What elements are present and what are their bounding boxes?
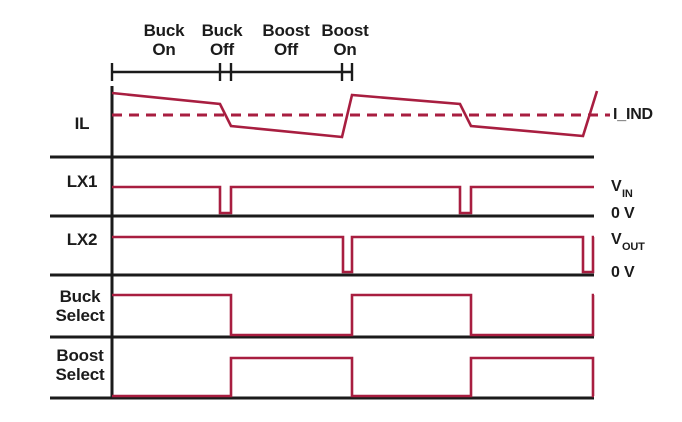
lx2-zero-volt-label: 0 V (611, 264, 635, 281)
phase-label-buck-on: Buck On (124, 21, 204, 59)
phase-label-line1: Buck (143, 21, 185, 40)
phase-label-line2: On (333, 40, 357, 59)
phase-label-boost-off: Boost Off (246, 21, 326, 59)
row-label-line2: Select (55, 306, 105, 325)
il-waveform (111, 90, 599, 139)
phase-label-line2: Off (274, 40, 298, 59)
phase-label-line2: Off (210, 40, 234, 59)
vin-main: V (611, 178, 622, 195)
row-label-line2: Select (55, 365, 105, 384)
phase-label-line1: Boost (262, 21, 310, 40)
phase-label-line1: Boost (321, 21, 369, 40)
row-label-line1: Boost (56, 346, 104, 365)
vout-subscript: OUT (621, 241, 645, 254)
i-ind-label: I_IND (613, 106, 653, 123)
phase-label-line1: Buck (201, 21, 243, 40)
phase-label-buck-off: Buck Off (182, 21, 262, 59)
lx1-waveform (112, 185, 594, 215)
vout-label: VOUT (611, 231, 645, 254)
phase-label-boost-on: Boost On (305, 21, 385, 59)
row-label-il: IL (74, 114, 90, 133)
lx2-waveform (112, 235, 595, 274)
row-label-boost-select: Boost Select (40, 346, 120, 384)
vin-label: VIN (611, 178, 633, 201)
row-label-buck-select: Buck Select (40, 287, 120, 325)
row-label-lx1: LX1 (66, 172, 98, 191)
row-label-line1: Buck (59, 287, 101, 306)
boost-select-waveform (112, 356, 595, 398)
row-label-lx2: LX2 (66, 230, 98, 249)
lx1-zero-volt-label: 0 V (611, 205, 635, 222)
vout-main: V (611, 231, 622, 248)
buck-select-waveform (112, 293, 595, 337)
vin-subscript: IN (621, 188, 633, 201)
phase-label-line2: On (152, 40, 176, 59)
